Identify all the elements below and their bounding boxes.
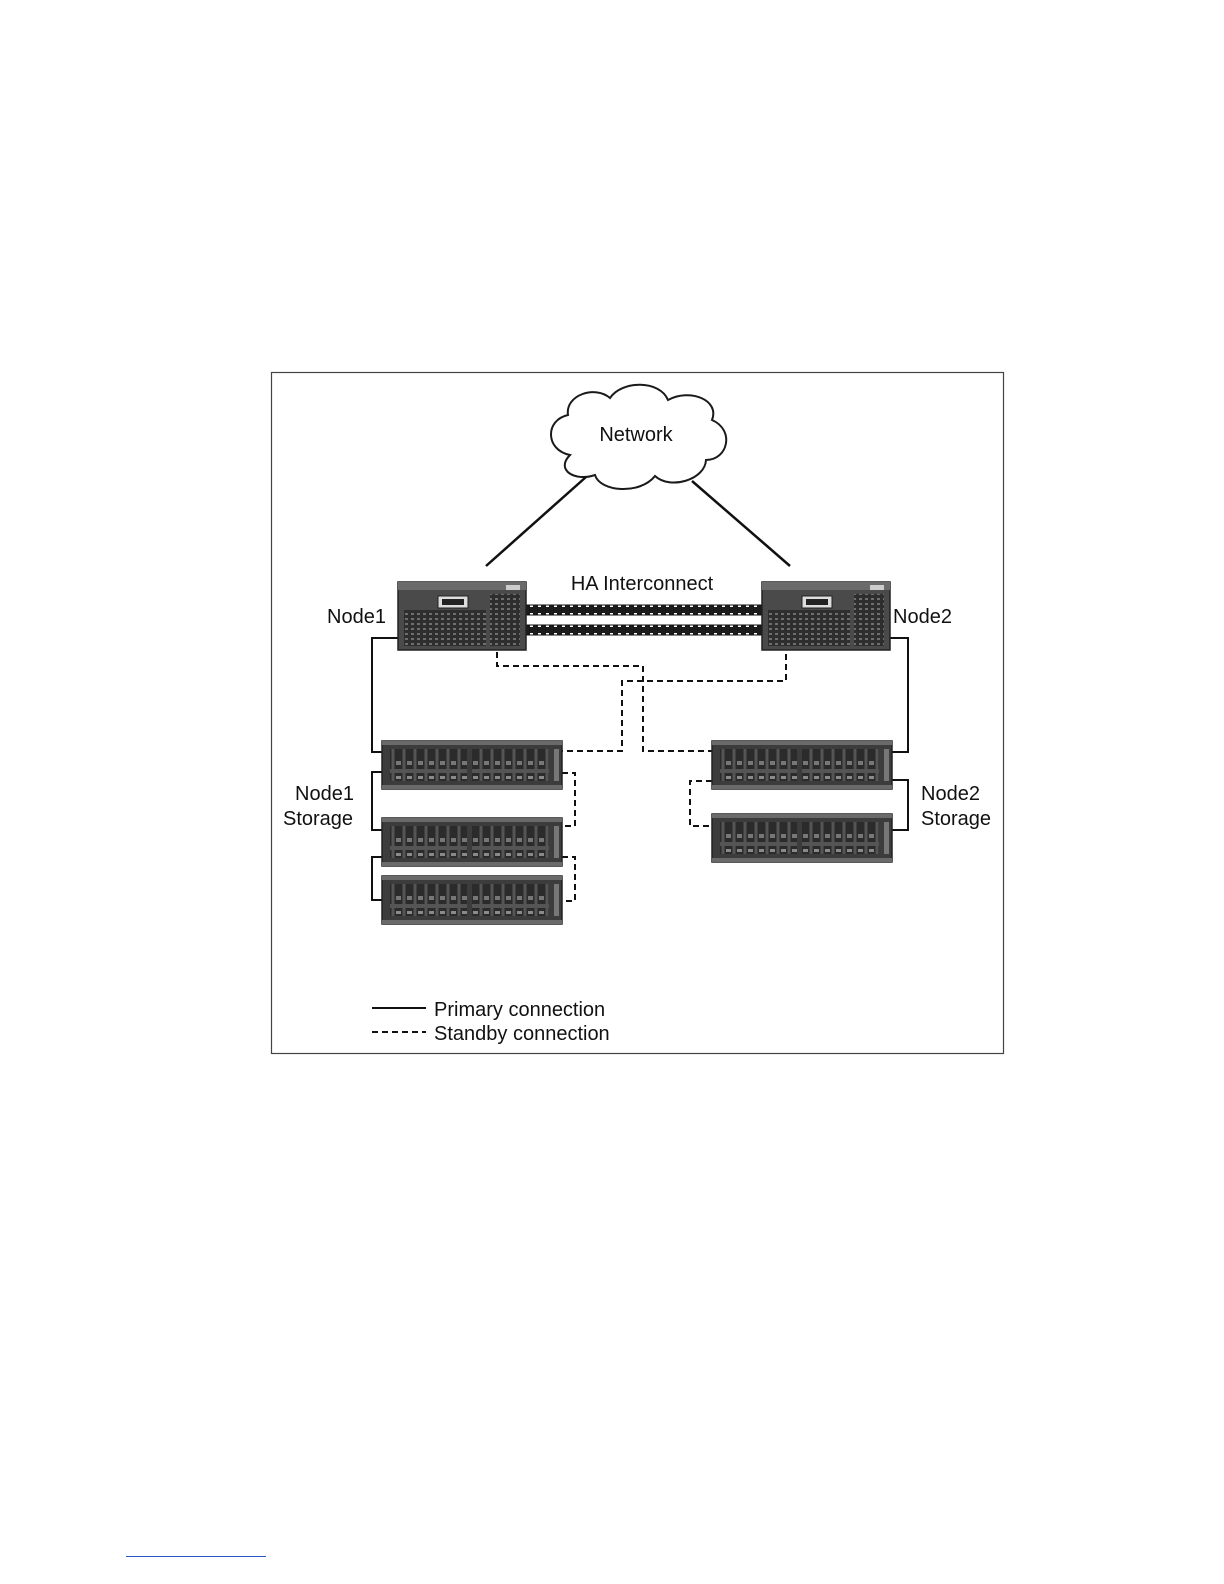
- node2-storage-label-line2: Storage: [921, 808, 991, 830]
- legend: Primary connection Standby connection: [372, 999, 610, 1045]
- storage-enclosure-icon: [712, 814, 892, 862]
- node1-storage: [382, 741, 562, 924]
- legend-primary-label: Primary connection: [434, 999, 605, 1021]
- node2-label: Node2: [893, 606, 952, 628]
- storage-enclosure-icon: [382, 741, 562, 789]
- ha-interconnect-cables: [524, 605, 764, 635]
- node1-storage-label-line2: Storage: [283, 808, 353, 830]
- server-icon: [762, 582, 890, 650]
- storage-enclosure-icon: [712, 741, 892, 789]
- node1-label: Node1: [327, 606, 386, 628]
- node2-server: [762, 582, 890, 650]
- node1-server: [398, 582, 526, 650]
- node2-storage: [712, 741, 892, 862]
- node1-storage-label-line1: Node1: [295, 783, 354, 805]
- storage-enclosure-icon: [382, 818, 562, 866]
- footnote-rule: [126, 1556, 266, 1557]
- storage-enclosure-icon: [382, 876, 562, 924]
- node2-storage-label-line1: Node2: [921, 783, 980, 805]
- network-label: Network: [599, 424, 673, 446]
- server-icon: [398, 582, 526, 650]
- network-links: [486, 477, 790, 566]
- ha-interconnect-label: HA Interconnect: [571, 573, 714, 595]
- legend-standby-label: Standby connection: [434, 1023, 610, 1045]
